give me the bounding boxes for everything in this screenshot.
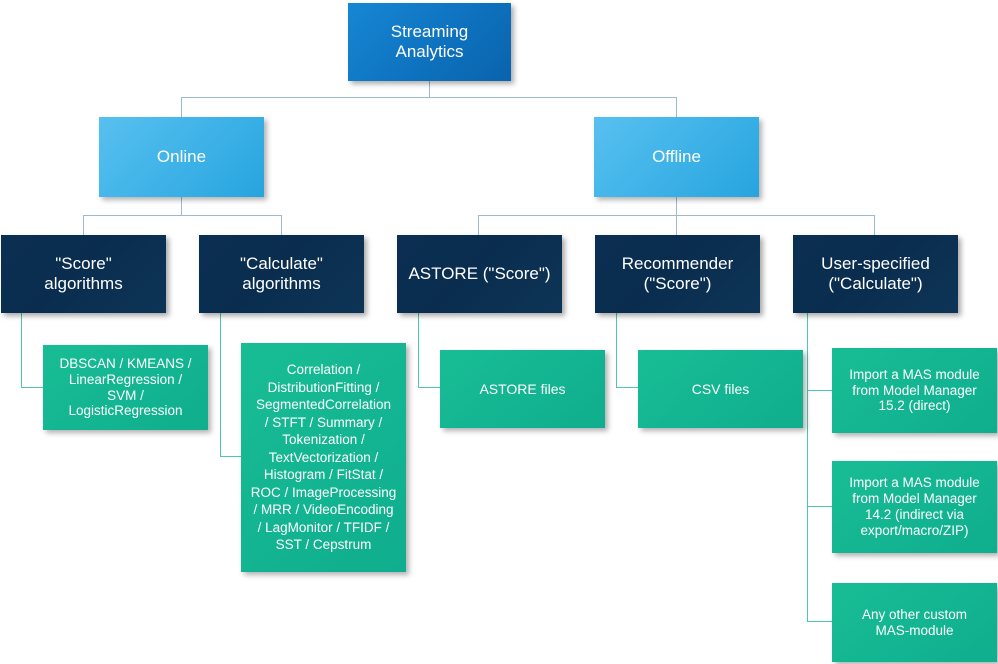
connector-to-user-specified — [874, 215, 875, 235]
connector-root-down — [429, 81, 430, 97]
node-astore-files[interactable]: ASTORE files — [440, 350, 605, 428]
node-label: User-specified ("Calculate") — [821, 253, 930, 293]
node-calculate-algorithms[interactable]: "Calculate" algorithms — [199, 235, 364, 313]
node-score-algorithms[interactable]: "Score" algorithms — [1, 235, 166, 313]
connector-calc-arm — [220, 456, 241, 457]
node-label: Any other custom MAS-module — [861, 606, 968, 638]
node-score-algorithm-list[interactable]: DBSCAN / KMEANS / LinearRegression / SVM… — [43, 345, 208, 430]
node-csv-files[interactable]: CSV files — [638, 350, 803, 428]
node-online[interactable]: Online — [99, 117, 264, 197]
node-label: ASTORE ("Score") — [408, 263, 551, 283]
connector-to-recommender — [676, 215, 677, 235]
connector-mas-arm-3 — [807, 621, 832, 622]
connector-online-bus — [83, 215, 281, 216]
connector-to-astore — [478, 215, 479, 235]
node-label: Streaming Analytics — [390, 21, 469, 61]
connector-to-calc-algos — [281, 215, 282, 235]
connector-mas-arm-2 — [807, 506, 832, 507]
node-label: Online — [156, 146, 207, 166]
node-label: Offline — [652, 146, 701, 166]
node-label: CSV files — [691, 380, 750, 397]
connector-to-online — [181, 97, 182, 117]
connector-mas-arm-1 — [807, 390, 832, 391]
connector-csv-stem — [616, 313, 617, 387]
connector-calc-stem — [220, 313, 221, 456]
node-label: Correlation / DistributionFitting / Segm… — [250, 361, 397, 553]
node-label: ASTORE files — [479, 380, 566, 397]
node-offline[interactable]: Offline — [594, 117, 759, 197]
node-mas-custom[interactable]: Any other custom MAS-module — [832, 583, 997, 662]
node-label: Import a MAS module from Model Manager 1… — [849, 475, 980, 538]
connector-root-bus — [181, 97, 677, 98]
connector-online-down — [181, 197, 182, 215]
node-label: "Score" algorithms — [44, 253, 123, 293]
connector-mas-stem — [807, 313, 808, 621]
node-label: DBSCAN / KMEANS / LinearRegression / SVM… — [59, 355, 192, 419]
connector-to-score-algos — [83, 215, 84, 235]
node-mas-import-15-2[interactable]: Import a MAS module from Model Manager 1… — [832, 348, 997, 433]
connector-offline-down — [676, 197, 677, 215]
connector-astore-arm — [418, 387, 440, 388]
node-mas-import-14-2[interactable]: Import a MAS module from Model Manager 1… — [832, 461, 997, 553]
node-label: Recommender ("Score") — [621, 253, 734, 293]
node-calculate-algorithm-list[interactable]: Correlation / DistributionFitting / Segm… — [241, 343, 406, 572]
node-user-specified-calculate[interactable]: User-specified ("Calculate") — [793, 235, 958, 313]
connector-csv-arm — [616, 387, 638, 388]
node-astore-score[interactable]: ASTORE ("Score") — [397, 235, 562, 313]
connector-score-stem — [21, 313, 22, 387]
node-label: Import a MAS module from Model Manager 1… — [849, 366, 980, 414]
connector-to-offline — [676, 97, 677, 117]
connector-astore-stem — [418, 313, 419, 387]
node-recommender-score[interactable]: Recommender ("Score") — [595, 235, 760, 313]
connector-score-arm — [21, 387, 43, 388]
node-label: "Calculate" algorithms — [240, 253, 323, 293]
node-streaming-analytics[interactable]: Streaming Analytics — [348, 3, 511, 81]
